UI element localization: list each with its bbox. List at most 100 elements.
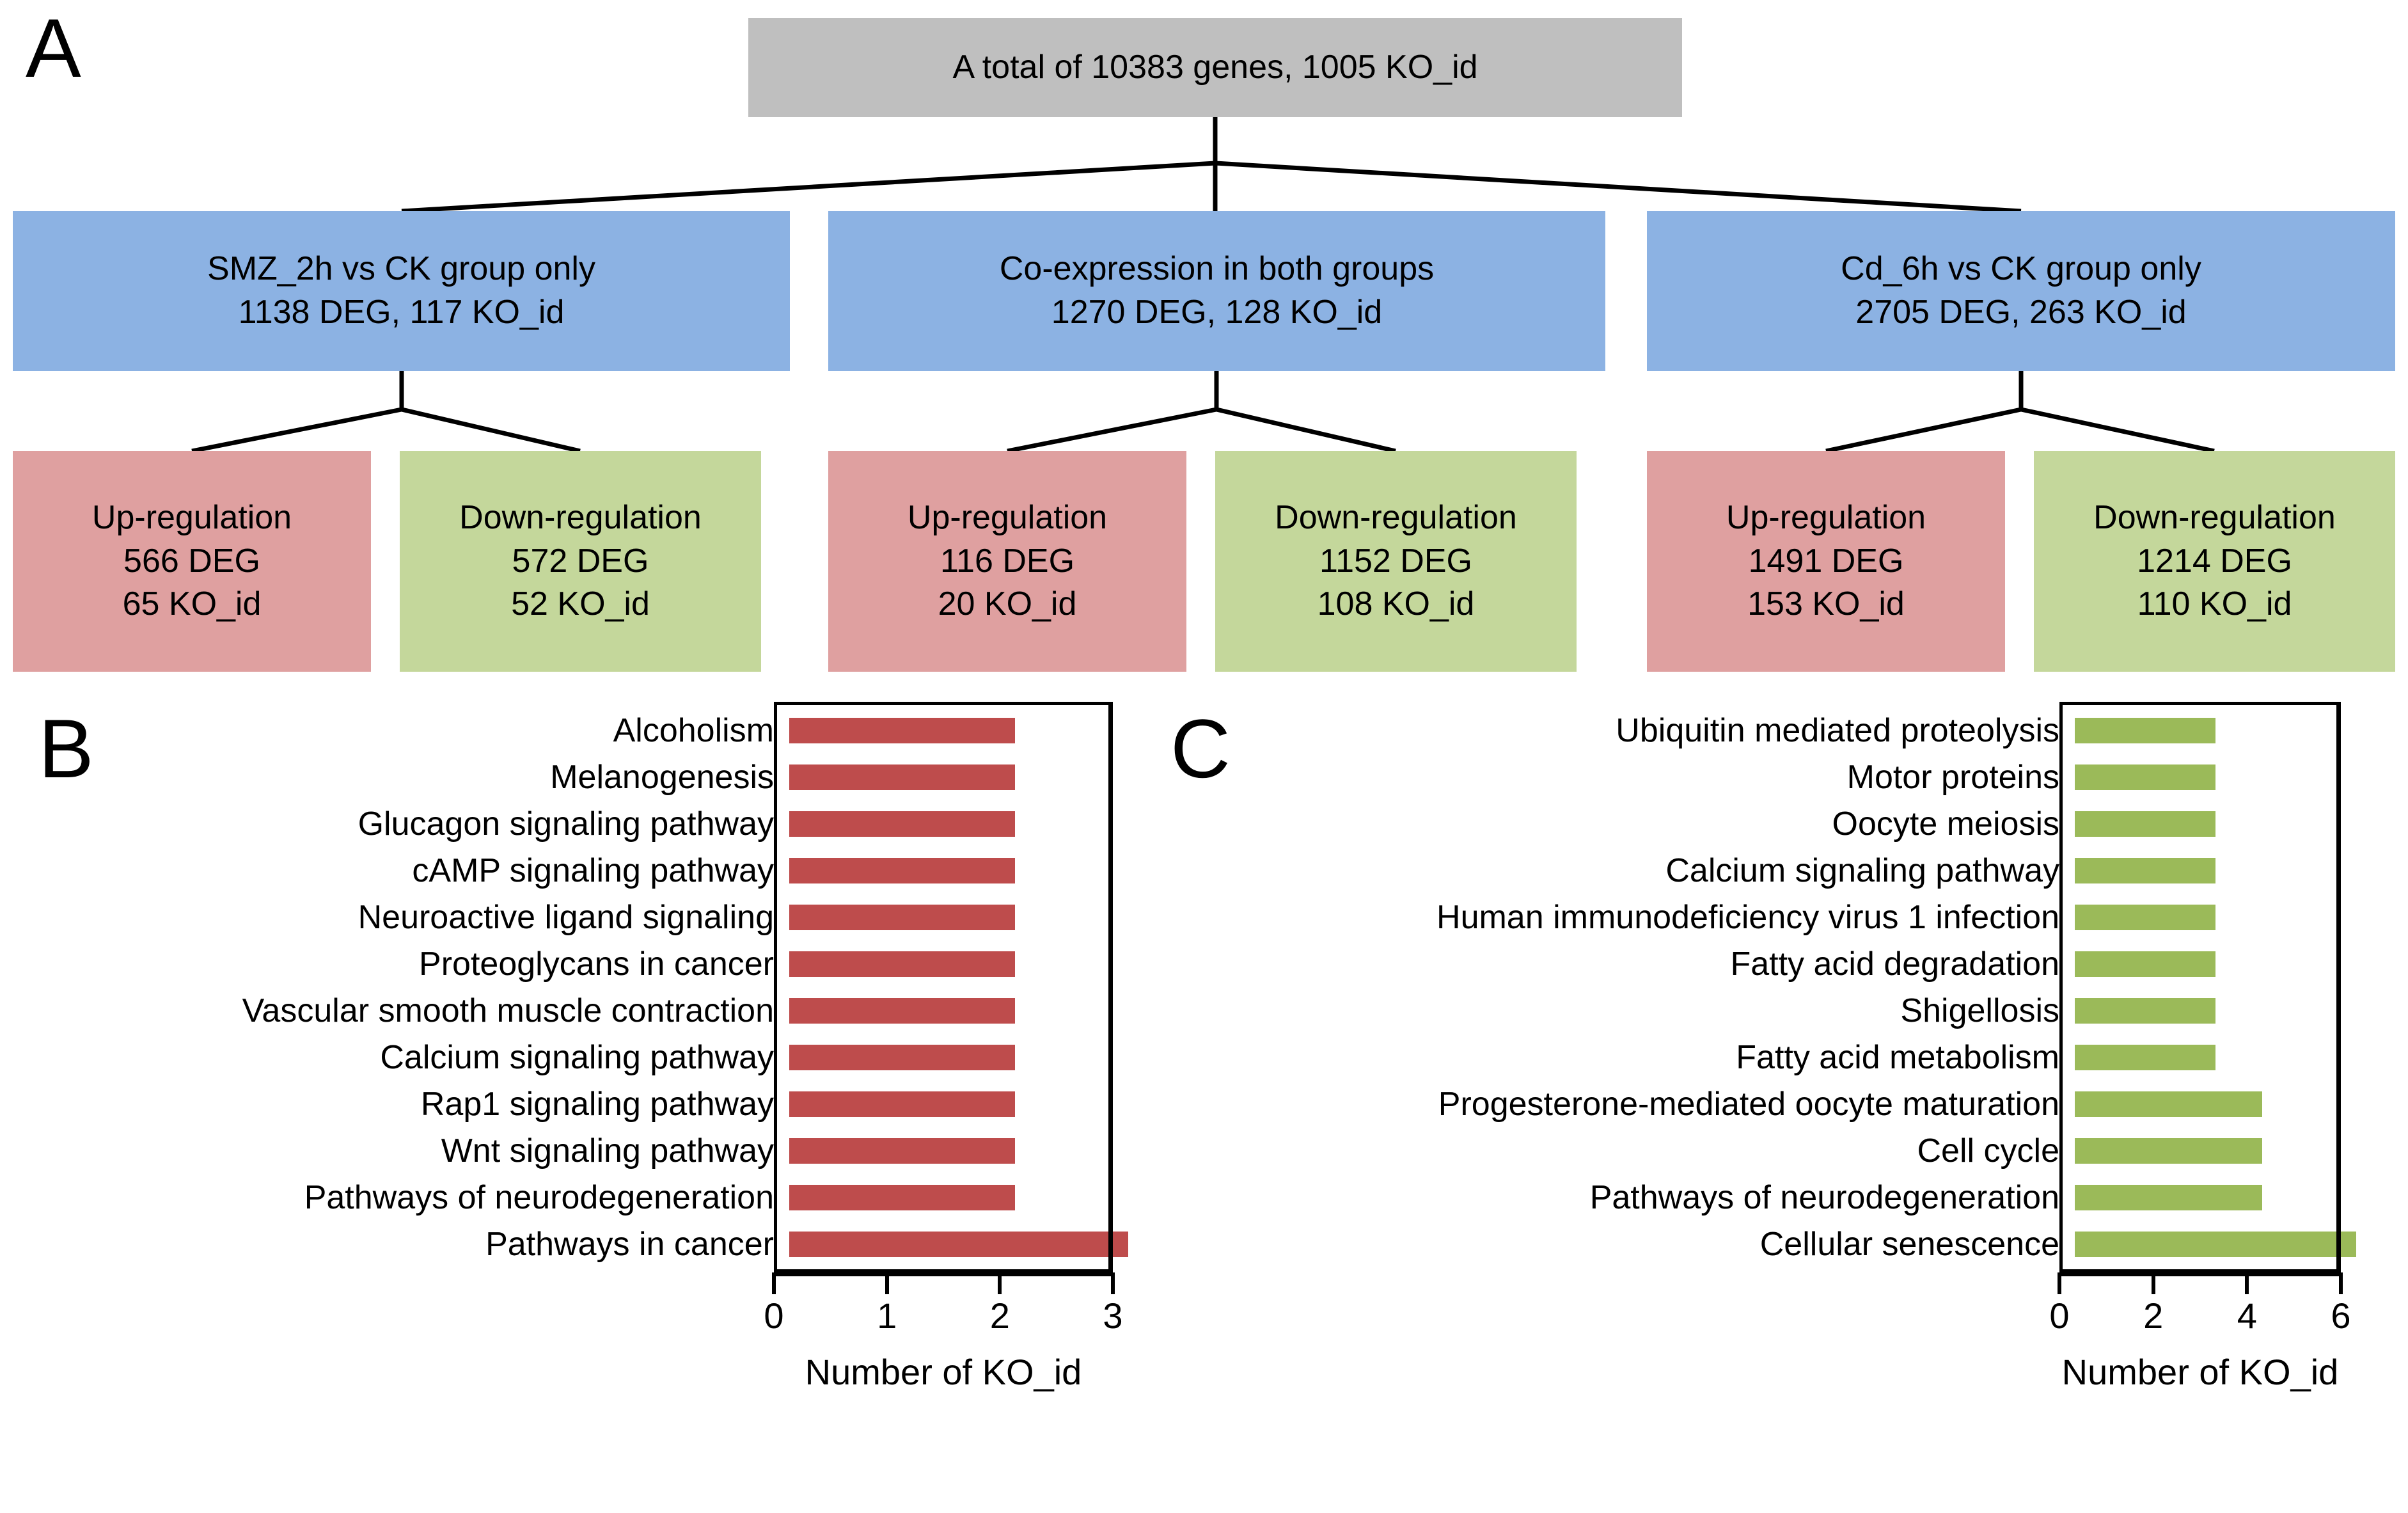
- chart-row: Vascular smooth muscle contraction: [64, 987, 1113, 1034]
- category-label: cAMP signaling pathway: [412, 852, 774, 889]
- category-label: Motor proteins: [1846, 758, 2059, 796]
- category-label: Shigellosis: [1900, 992, 2059, 1029]
- chart-row: Calcium signaling pathway: [64, 1034, 1113, 1081]
- flow-box-coexpression-down-line2: 1152 DEG: [1319, 542, 1472, 580]
- flow-box-smz-up-line1: Up-regulation: [91, 499, 292, 537]
- flow-box-group-cd-line2: 2705 DEG, 263 KO_id: [1855, 294, 2187, 331]
- flow-box-coexpression-down-line1: Down-regulation: [1275, 499, 1517, 537]
- panel-letter-b: B: [38, 702, 94, 795]
- category-label: Glucagon signaling pathway: [358, 805, 774, 843]
- category-label: Cell cycle: [1917, 1132, 2060, 1169]
- x-axis-tick: [885, 1272, 889, 1294]
- bar-cell: [2075, 847, 2341, 894]
- flow-box-coexpression-up: Up-regulation 116 DEG 20 KO_id: [828, 451, 1186, 672]
- category-label: Pathways in cancer: [485, 1225, 774, 1263]
- flow-box-group-coexpression-line2: 1270 DEG, 128 KO_id: [1051, 294, 1383, 331]
- flow-box-group-coexpression: Co-expression in both groups 1270 DEG, 1…: [828, 211, 1605, 371]
- x-axis-tick-label: 6: [2331, 1295, 2351, 1336]
- flow-box-smz-up: Up-regulation 566 DEG 65 KO_id: [13, 451, 371, 672]
- flow-box-cd-up: Up-regulation 1491 DEG 153 KO_id: [1647, 451, 2005, 672]
- bar-cell: [789, 1174, 1113, 1221]
- flow-box-cd-down-line2: 1214 DEG: [2137, 542, 2292, 580]
- bar: [2075, 951, 2215, 977]
- panel-letter-a: A: [26, 1, 81, 95]
- bar: [789, 1231, 1128, 1257]
- bar: [789, 1044, 1016, 1070]
- bar: [789, 764, 1016, 790]
- chart-row: Progesterone-mediated oocyte maturation: [1190, 1081, 2341, 1127]
- bar-cell: [789, 800, 1113, 847]
- category-label: Fatty acid degradation: [1730, 945, 2059, 983]
- bar: [2075, 1184, 2263, 1210]
- bar-cell: [2075, 894, 2341, 940]
- flow-box-cd-up-line2: 1491 DEG: [1748, 542, 1904, 580]
- bar-cell: [2075, 707, 2341, 754]
- bar: [2075, 811, 2215, 837]
- chart-row: Neuroactive ligand signaling: [64, 894, 1113, 940]
- chart-row: Human immunodeficiency virus 1 infection: [1190, 894, 2341, 940]
- chart-b-axis-line: [774, 1272, 1113, 1276]
- bar-cell: [2075, 800, 2341, 847]
- chart-row: Wnt signaling pathway: [64, 1127, 1113, 1174]
- bar: [2075, 857, 2215, 883]
- bar: [789, 1184, 1016, 1210]
- chart-row: Rap1 signaling pathway: [64, 1081, 1113, 1127]
- bar: [2075, 1091, 2263, 1117]
- chart-row: Melanogenesis: [64, 754, 1113, 800]
- chart-row: Proteoglycans in cancer: [64, 940, 1113, 987]
- flow-box-group-cd-line1: Cd_6h vs CK group only: [1841, 250, 2201, 288]
- chart-row: Calcium signaling pathway: [1190, 847, 2341, 894]
- category-label: Pathways of neurodegeneration: [304, 1178, 774, 1216]
- flow-box-smz-up-line2: 566 DEG: [123, 542, 260, 580]
- chart-row: Ubiquitin mediated proteolysis: [1190, 707, 2341, 754]
- category-label: Progesterone-mediated oocyte maturation: [1438, 1085, 2059, 1123]
- chart-b-axis-title: Number of KO_id: [805, 1352, 1082, 1392]
- category-label: Ubiquitin mediated proteolysis: [1616, 711, 2059, 749]
- flow-box-smz-down: Down-regulation 572 DEG 52 KO_id: [400, 451, 761, 672]
- bar: [2075, 904, 2215, 930]
- category-label: Calcium signaling pathway: [380, 1038, 774, 1076]
- flow-box-coexpression-down: Down-regulation 1152 DEG 108 KO_id: [1215, 451, 1577, 672]
- bar-cell: [789, 1081, 1113, 1127]
- bar-cell: [789, 707, 1113, 754]
- category-label: Fatty acid metabolism: [1736, 1038, 2059, 1076]
- chart-row: Pathways of neurodegeneration: [1190, 1174, 2341, 1221]
- flow-box-smz-up-line3: 65 KO_id: [122, 585, 262, 623]
- category-label: Alcoholism: [613, 711, 774, 749]
- bar-cell: [789, 940, 1113, 987]
- category-label: Calcium signaling pathway: [1665, 852, 2059, 889]
- flow-box-group-smz-line1: SMZ_2h vs CK group only: [207, 250, 595, 288]
- x-axis-tick: [2151, 1272, 2155, 1294]
- bar-cell: [2075, 1081, 2341, 1127]
- flow-box-group-smz-line2: 1138 DEG, 117 KO_id: [238, 294, 565, 331]
- flow-box-coexpression-up-line1: Up-regulation: [907, 499, 1108, 537]
- flow-box-coexpression-up-line3: 20 KO_id: [938, 585, 1077, 623]
- chart-row: Alcoholism: [64, 707, 1113, 754]
- flow-box-group-smz: SMZ_2h vs CK group only 1138 DEG, 117 KO…: [13, 211, 790, 371]
- flow-box-coexpression-down-line3: 108 KO_id: [1317, 585, 1475, 623]
- flow-box-group-coexpression-line1: Co-expression in both groups: [999, 250, 1435, 288]
- chart-c-axis-title: Number of KO_id: [2061, 1352, 2339, 1392]
- bar-cell: [2075, 1174, 2341, 1221]
- chart-row: Pathways in cancer: [64, 1221, 1128, 1267]
- x-axis-tick: [2339, 1272, 2343, 1294]
- bar-cell: [2075, 940, 2341, 987]
- flow-box-cd-down: Down-regulation 1214 DEG 110 KO_id: [2034, 451, 2395, 672]
- chart-row: Fatty acid metabolism: [1190, 1034, 2341, 1081]
- category-label: Proteoglycans in cancer: [419, 945, 774, 983]
- x-axis-tick-label: 4: [2237, 1295, 2257, 1336]
- flow-box-smz-down-line2: 572 DEG: [512, 542, 649, 580]
- category-label: Melanogenesis: [550, 758, 774, 796]
- flow-box-coexpression-up-line2: 116 DEG: [940, 542, 1075, 580]
- panel-letter-c: C: [1170, 702, 1231, 795]
- bar: [789, 904, 1016, 930]
- chart-row: Shigellosis: [1190, 987, 2341, 1034]
- flow-box-smz-down-line3: 52 KO_id: [511, 585, 650, 623]
- bar-cell: [789, 894, 1113, 940]
- x-axis-tick: [1111, 1272, 1115, 1294]
- bar: [789, 951, 1016, 977]
